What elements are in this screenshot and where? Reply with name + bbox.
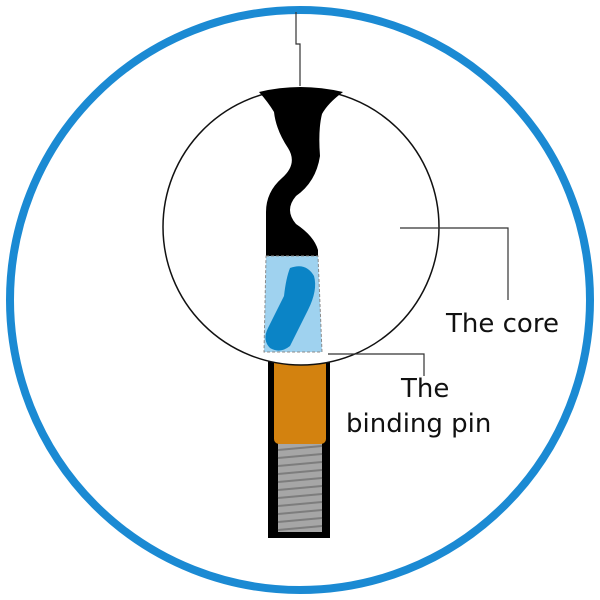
- core-leader-line: [400, 227, 509, 300]
- core-label: The core: [445, 309, 559, 339]
- key-blade: [259, 87, 343, 272]
- top-leader-line: [295, 12, 301, 86]
- binding-pin-label-line1: The: [400, 374, 449, 404]
- binding-pin: [274, 356, 326, 444]
- key-pin: [265, 266, 316, 351]
- binding-pin-label-line2: binding pin: [346, 409, 491, 439]
- spring: [277, 442, 323, 532]
- binding-pin-leader-line: [328, 353, 425, 376]
